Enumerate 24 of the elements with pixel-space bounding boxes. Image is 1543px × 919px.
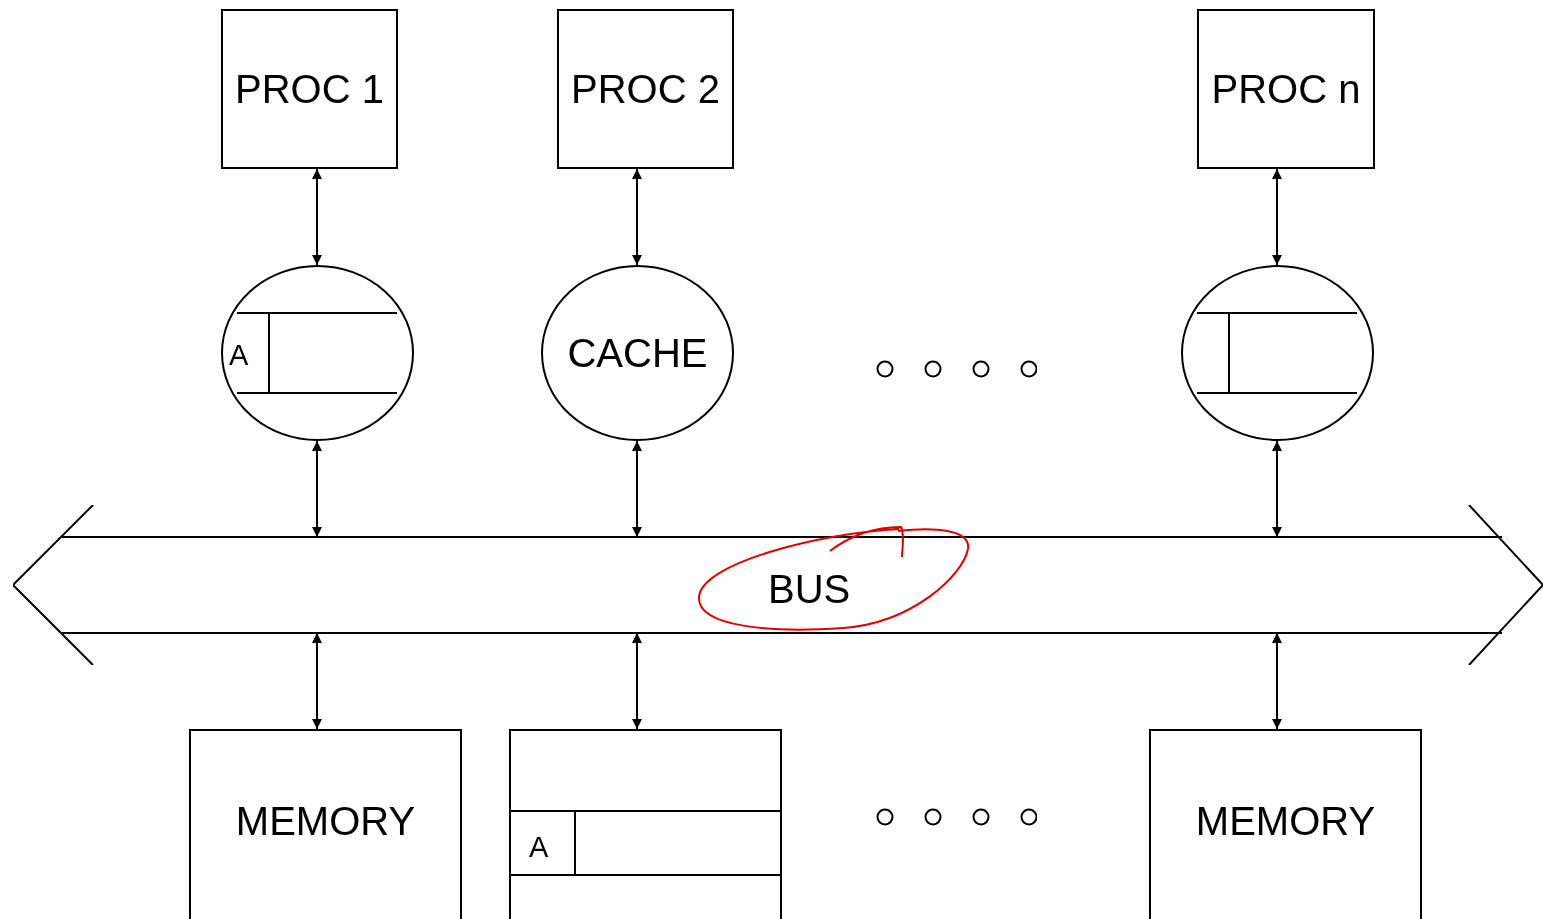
processor-box [557, 9, 734, 169]
arrow [312, 168, 322, 266]
memory-box [509, 729, 782, 919]
arrow [1272, 168, 1282, 266]
memory-box [1149, 729, 1422, 919]
box-label: MEMORY [1195, 799, 1376, 844]
box-label: PROC 2 [571, 66, 720, 112]
arrow [632, 168, 642, 266]
arrow [1272, 440, 1282, 538]
box-label: PROC n [1211, 66, 1361, 112]
box-label: PROC 1 [235, 66, 384, 112]
arrow [1272, 632, 1282, 730]
cell-label: A [229, 339, 249, 372]
processor-box [1197, 9, 1375, 169]
processor-box [221, 9, 398, 169]
cell-label: A [529, 831, 549, 864]
memory-box [189, 729, 462, 919]
arrow [312, 632, 322, 730]
box-label: CACHE [567, 330, 708, 376]
bus-label: BUS [768, 567, 851, 612]
box-label: MEMORY [235, 799, 416, 844]
arrow [632, 440, 642, 538]
arrow [312, 440, 322, 538]
arrow [632, 632, 642, 730]
